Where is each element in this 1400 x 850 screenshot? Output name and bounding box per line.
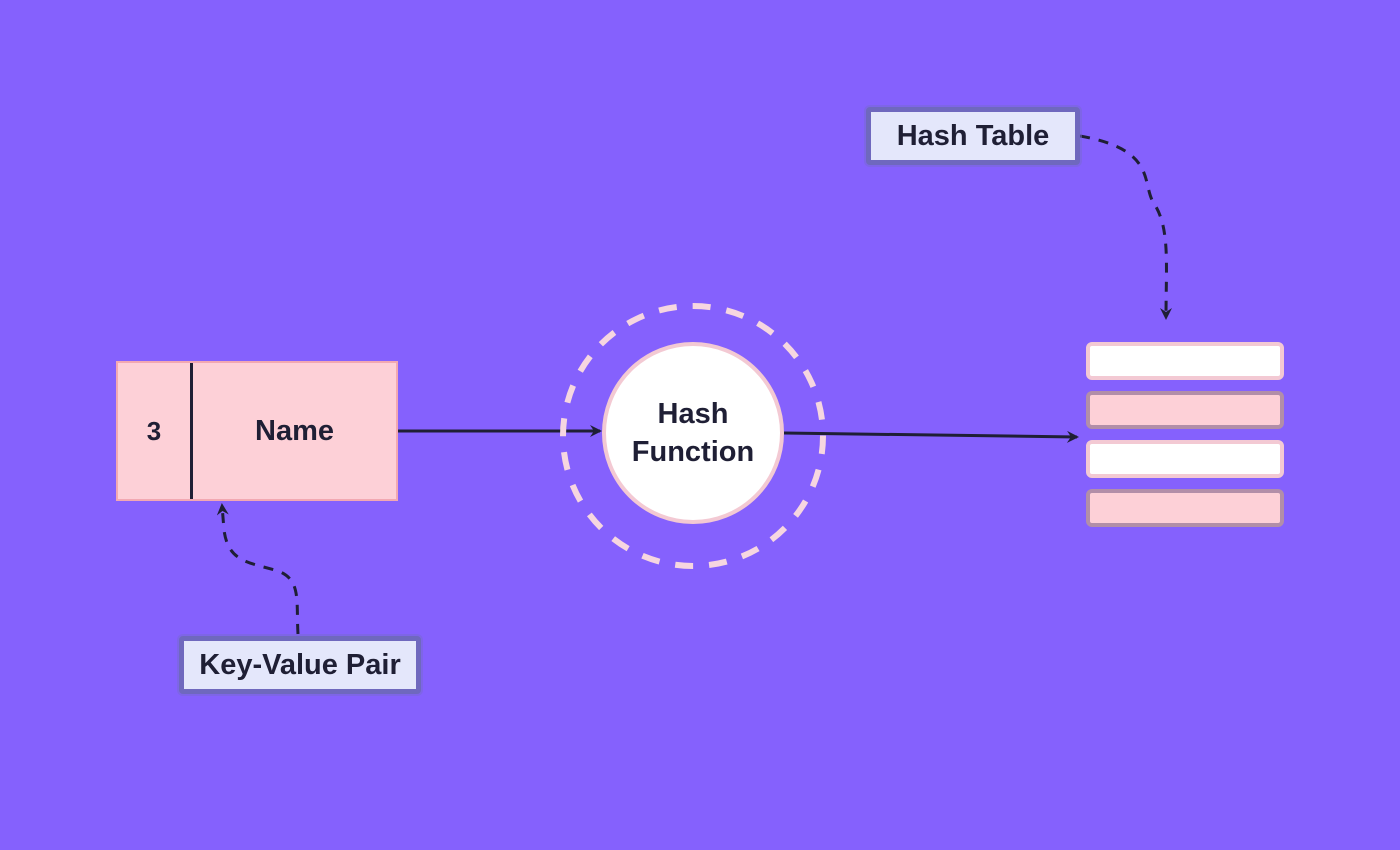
dashed-arrow-hash-table-label [1079,134,1173,320]
record-key: 3 [118,363,193,499]
hash-table-label: Hash Table [866,107,1080,165]
hash-table-slot-3 [1086,440,1284,478]
hash-function-dashed-ring [560,303,826,569]
arrow-hash-to-table [783,430,1079,443]
hash-table-slot-1 [1086,342,1284,380]
hash-function-node: Hash Function [602,342,784,524]
key-value-record: 3 Name [116,361,398,501]
key-value-pair-label: Key-Value Pair [179,636,421,694]
dashed-arrow-key-value-label [216,503,300,635]
hash-table-slot-4 [1086,489,1284,527]
record-value: Name [255,414,334,447]
hash-table-slot-2 [1086,391,1284,429]
hash-function-label: Hash Function [631,398,755,468]
